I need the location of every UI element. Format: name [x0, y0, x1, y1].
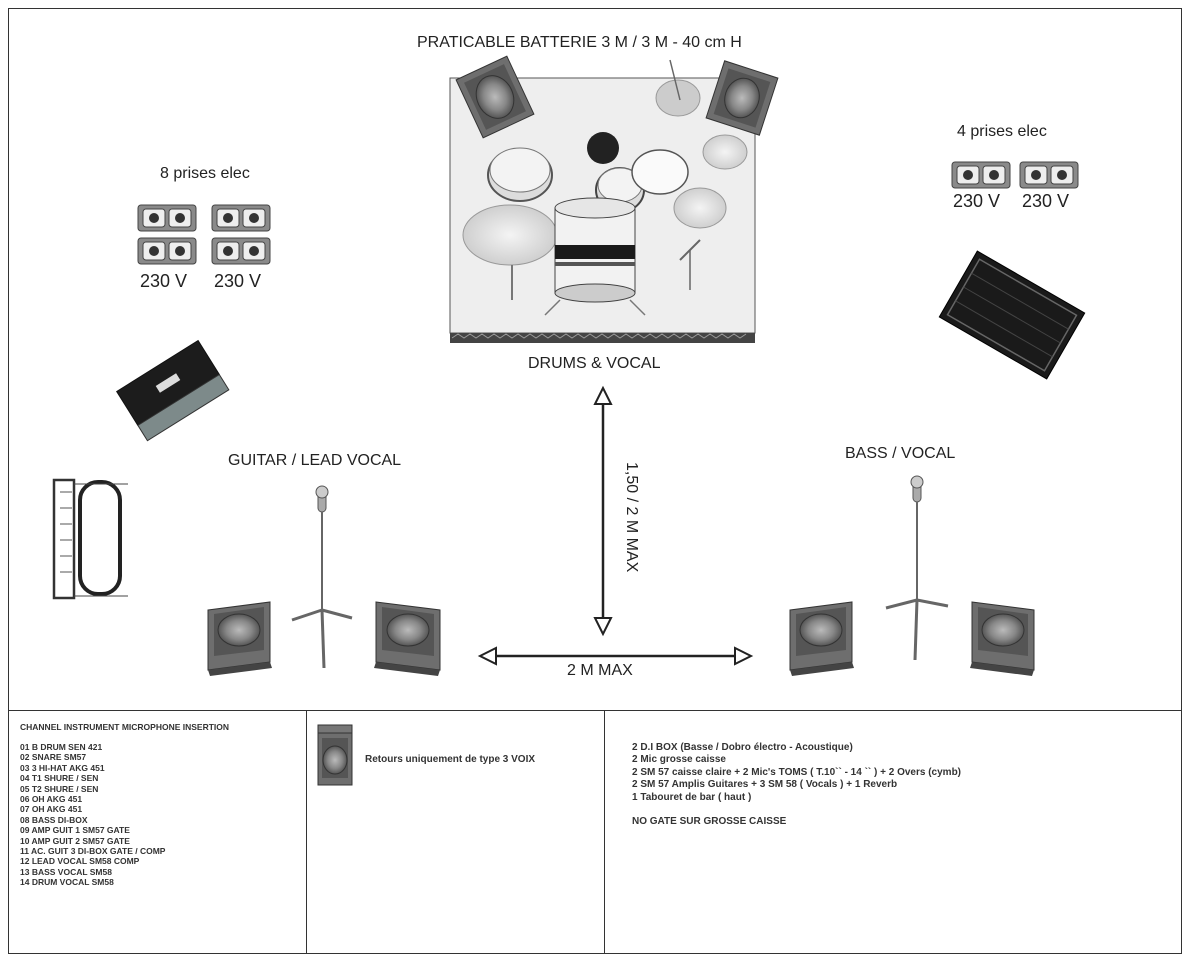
- bass-position-label: BASS / VOCAL: [845, 445, 956, 462]
- power-outlets-right: [951, 161, 1079, 189]
- bass-monitor-left: [789, 601, 854, 676]
- channel-item: 07 OH AKG 451: [20, 804, 83, 815]
- channel-item: 02 SNARE SM57: [20, 752, 87, 763]
- requirement-item: 2 D.I BOX (Basse / Dobro électro - Acous…: [632, 742, 853, 753]
- vertical-dimension-label: 1,50 / 2 M MAX: [623, 462, 640, 573]
- drum-monitor-left: [455, 55, 535, 139]
- drum-riser-title: PRATICABLE BATTERIE 3 M / 3 M - 40 cm H: [417, 34, 742, 51]
- bass-mic-stand: [885, 475, 949, 661]
- guitar-monitor-right: [374, 601, 441, 676]
- guitar-position-label: GUITAR / LEAD VOCAL: [228, 452, 402, 469]
- channel-list-header: CHANNEL INSTRUMENT MICROPHONE INSERTION: [20, 722, 230, 732]
- channel-item: 03 3 HI-HAT AKG 451: [20, 762, 105, 773]
- power-right-voltage-1: 230 V: [953, 191, 1001, 211]
- requirements-list: 2 D.I BOX (Basse / Dobro électro - Acous…: [632, 742, 961, 828]
- section-divider: [8, 710, 1182, 711]
- requirement-item: 2 Mic grosse caisse: [632, 754, 726, 766]
- channel-item: 10 AMP GUIT 2 SM57 GATE: [20, 835, 130, 846]
- channel-item: 13 BASS VOCAL SM58: [20, 866, 112, 877]
- drums-vocal-label: DRUMS & VOCAL: [528, 355, 661, 372]
- channel-item: 09 AMP GUIT 1 SM57 GATE: [20, 825, 130, 836]
- power-left-voltage-1: 230 V: [140, 271, 188, 291]
- power-right-title: 4 prises elec: [957, 123, 1047, 140]
- horizontal-dimension-arrow: [477, 646, 754, 666]
- vertical-dimension-arrow: [593, 385, 613, 637]
- requirement-item: 2 SM 57 caisse claire + 2 Mic's TOMS ( T…: [632, 766, 962, 778]
- channel-item: 11 AC. GUIT 3 DI-BOX GATE / COMP: [20, 846, 166, 857]
- power-left-voltage-2: 230 V: [214, 271, 262, 291]
- dobro-stand: [52, 478, 128, 600]
- channel-item: 08 BASS DI-BOX: [20, 814, 88, 825]
- power-outlets-left: [137, 204, 271, 265]
- requirement-item: 2 SM 57 Amplis Guitares + 3 SM 58 ( Voca…: [632, 779, 898, 791]
- requirements-note: NO GATE SUR GROSSE CAISSE: [632, 816, 787, 828]
- guitar-amp-left: [116, 339, 230, 442]
- channel-item: 01 B DRUM SEN 421: [20, 742, 103, 752]
- power-left-title: 8 prises elec: [160, 165, 250, 182]
- drum-kit: [462, 59, 748, 316]
- monitor-legend-icon: [317, 724, 353, 786]
- channel-item: 05 T2 SHURE / SEN: [20, 783, 99, 794]
- column-divider-1: [306, 710, 307, 954]
- guitar-mic-stand: [291, 485, 353, 669]
- channel-item: 12 LEAD VOCAL SM58 COMP: [20, 856, 140, 867]
- monitors-note: Retours uniquement de type 3 VOIX: [365, 754, 536, 765]
- channel-list: 01 B DRUM SEN 421 02 SNARE SM57 03 3 HI-…: [20, 742, 165, 888]
- guitar-monitor-left: [207, 601, 272, 676]
- stage-plot-frame: [8, 8, 1182, 954]
- column-divider-2: [604, 710, 605, 954]
- channel-item: 04 T1 SHURE / SEN: [20, 773, 99, 784]
- bass-monitor-right: [970, 601, 1035, 676]
- power-right-voltage-2: 230 V: [1022, 191, 1070, 211]
- channel-item: 14 DRUM VOCAL SM58: [20, 877, 114, 888]
- requirement-item: 1 Tabouret de bar ( haut ): [632, 791, 752, 803]
- channel-item: 06 OH AKG 451: [20, 794, 83, 805]
- drum-monitor-right: [705, 60, 779, 136]
- bass-amp-right: [938, 250, 1086, 380]
- horizontal-dimension-label: 2 M MAX: [567, 662, 633, 679]
